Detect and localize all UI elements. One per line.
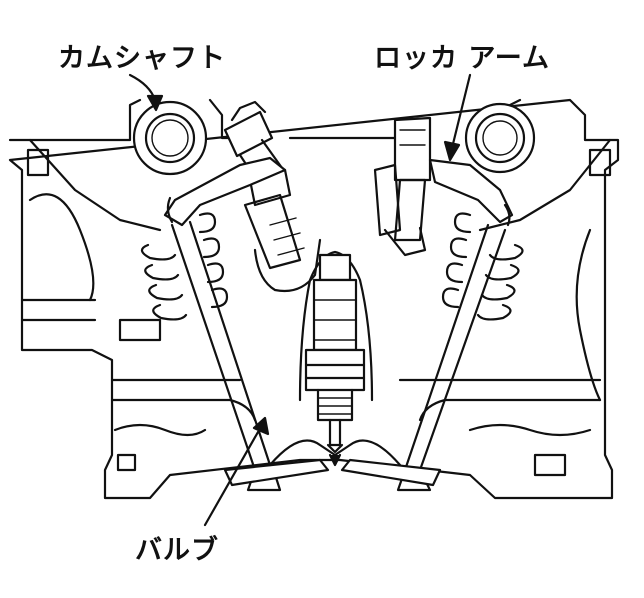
combustion-chamber xyxy=(268,439,402,467)
rocker-arm-leader-line xyxy=(443,73,472,162)
camshaft-leader-line xyxy=(128,73,164,112)
right-plug-tube xyxy=(373,116,432,257)
spark-plug xyxy=(298,250,374,454)
valve-leader-line xyxy=(203,416,270,527)
left-camshaft xyxy=(132,100,208,176)
valve-label: バルブ xyxy=(135,535,219,566)
left-plug-tube xyxy=(223,100,322,293)
right-rocker-arm xyxy=(428,158,514,227)
camshaft-label: カムシャフト xyxy=(58,43,226,74)
left-rocker-arm xyxy=(163,156,287,227)
right-valve-assembly xyxy=(340,212,524,492)
rocker-arm-label: ロッカ アーム xyxy=(374,43,550,74)
cylinder-head-casting xyxy=(8,98,620,500)
right-camshaft xyxy=(464,102,536,174)
left-valve-assembly xyxy=(140,212,330,492)
